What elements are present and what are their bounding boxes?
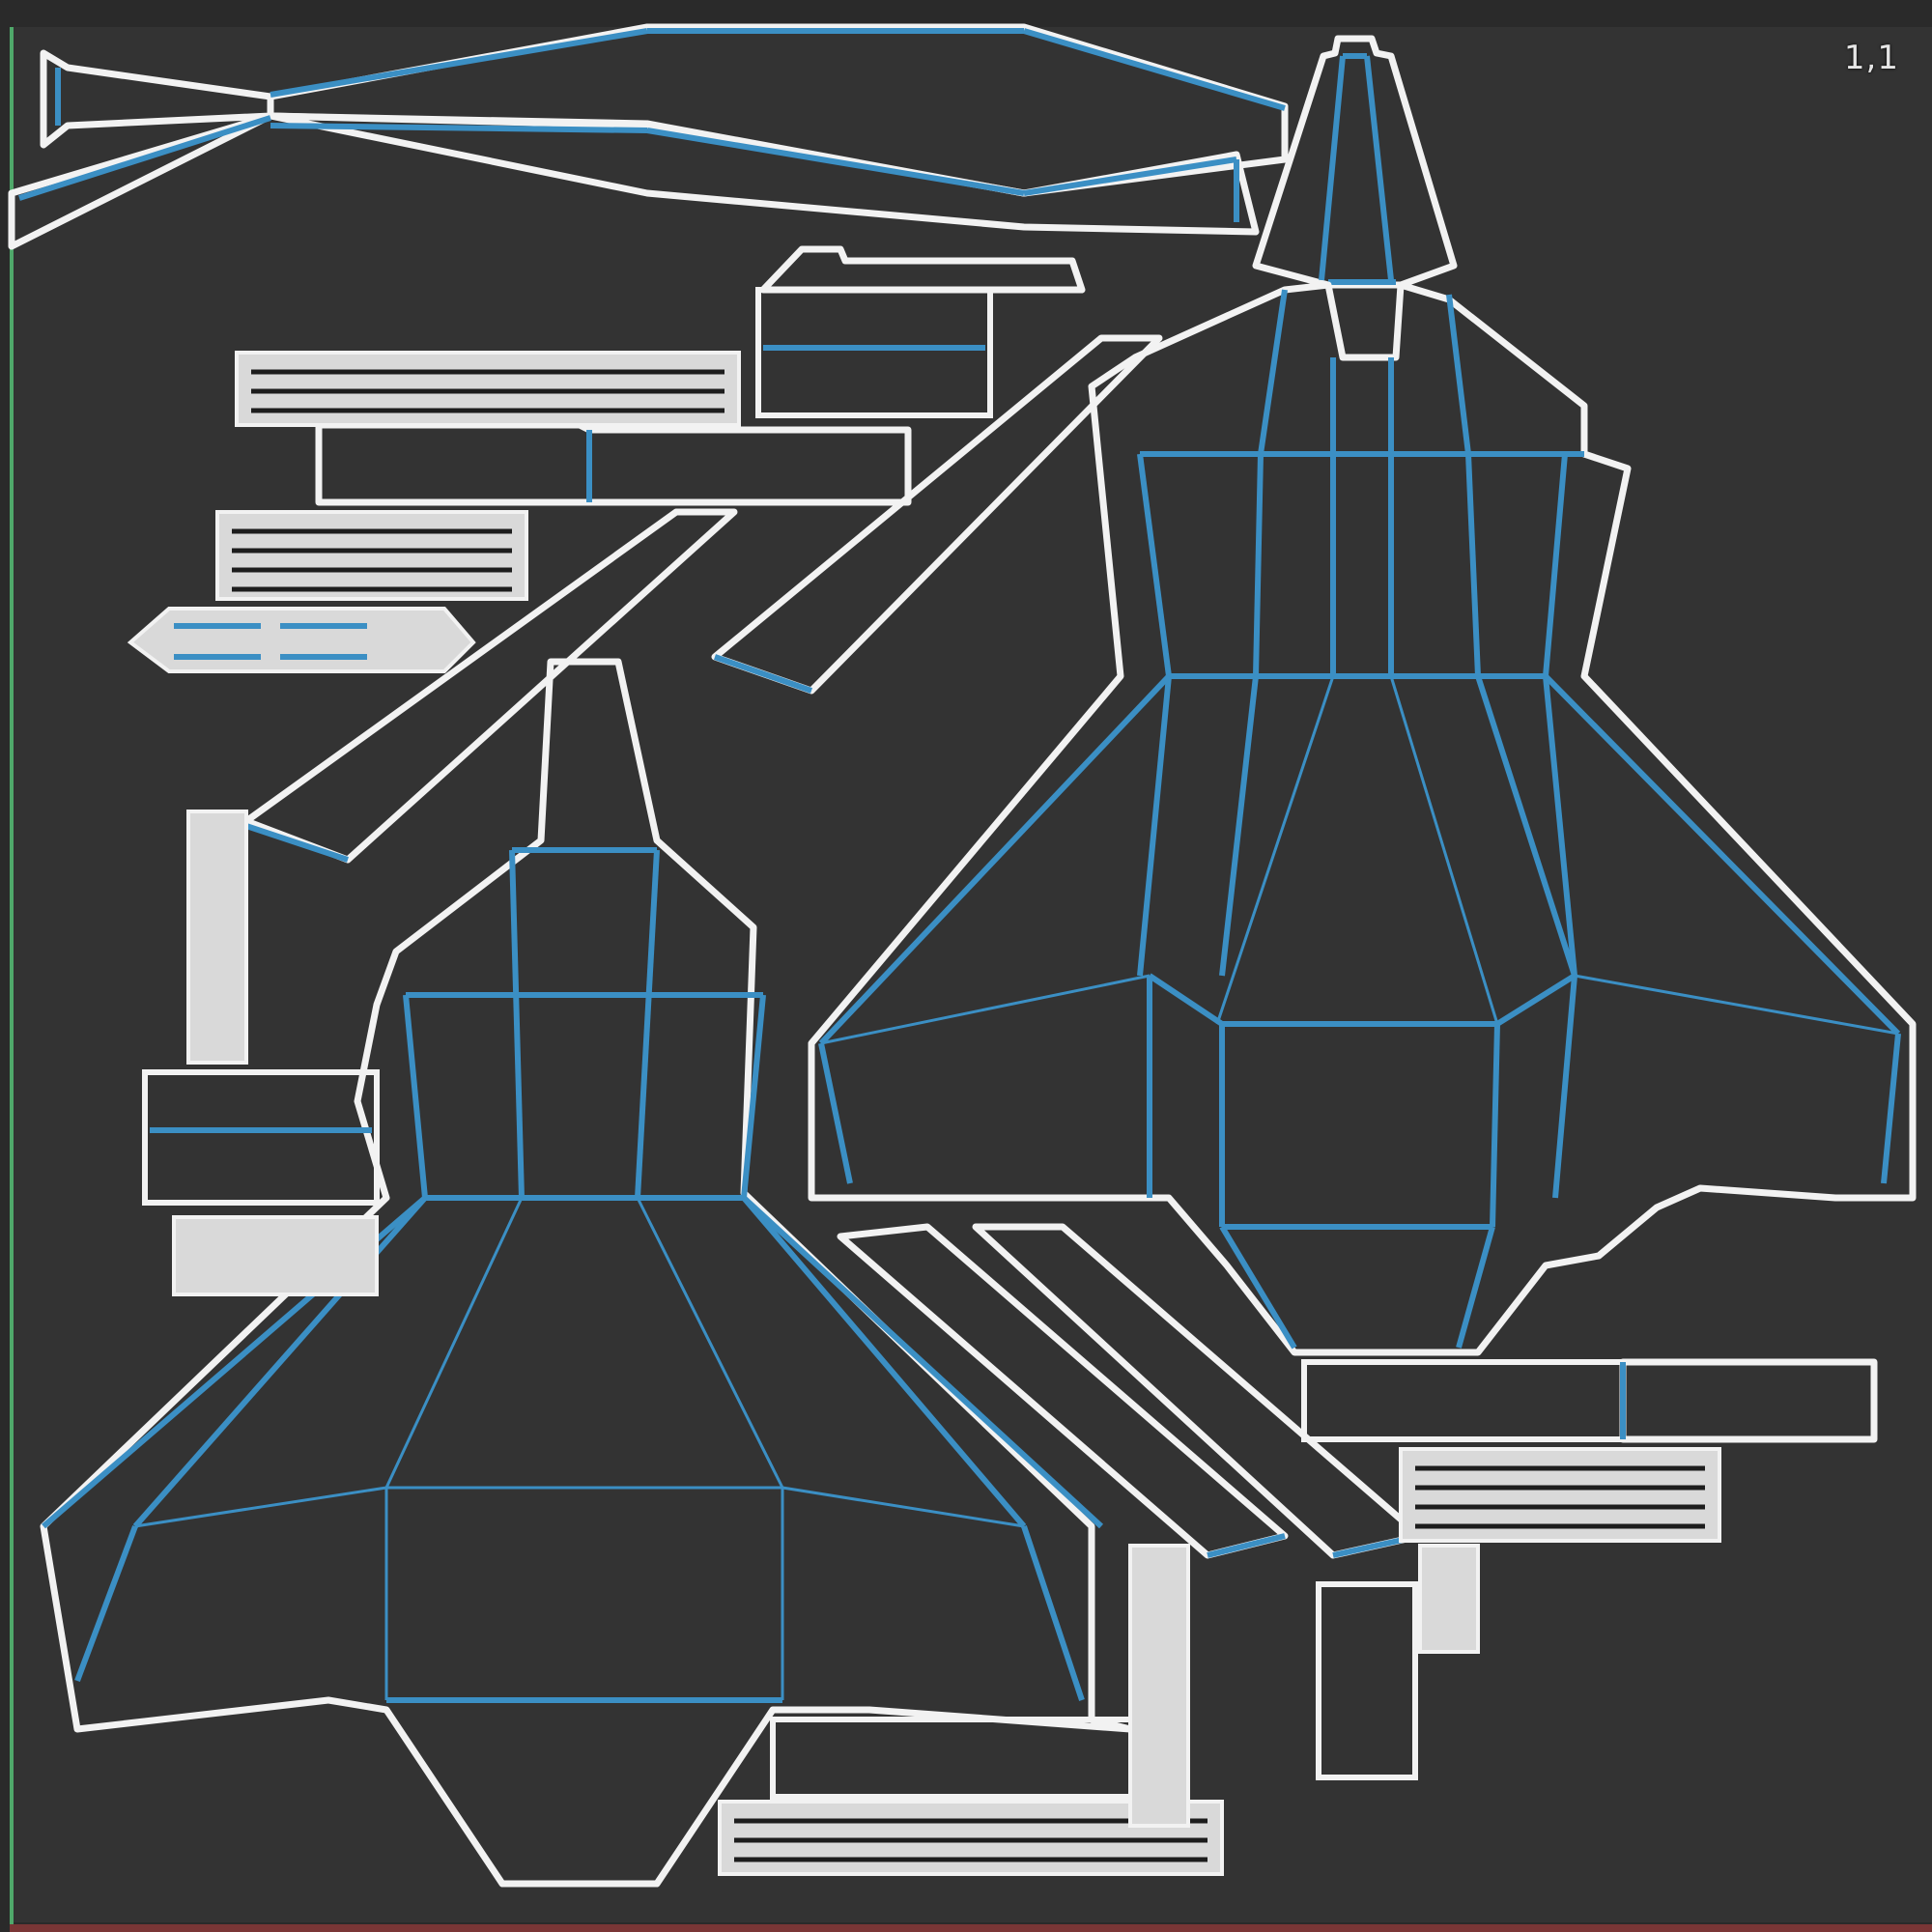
uv-island-top-strips[interactable] [8, 23, 1289, 250]
uv-island-grills[interactable] [127, 351, 1721, 1876]
uv-island-diagonal-beams[interactable] [242, 334, 1424, 1559]
uv-island-boxes[interactable] [142, 245, 1878, 1800]
udim-tile[interactable] [12, 27, 1932, 1922]
v-axis-line [10, 27, 14, 1926]
udim-tile-label: 1,1 [1843, 39, 1899, 77]
uv-island-right-dome[interactable] [808, 281, 1917, 1356]
u-axis-line [10, 1924, 1932, 1932]
